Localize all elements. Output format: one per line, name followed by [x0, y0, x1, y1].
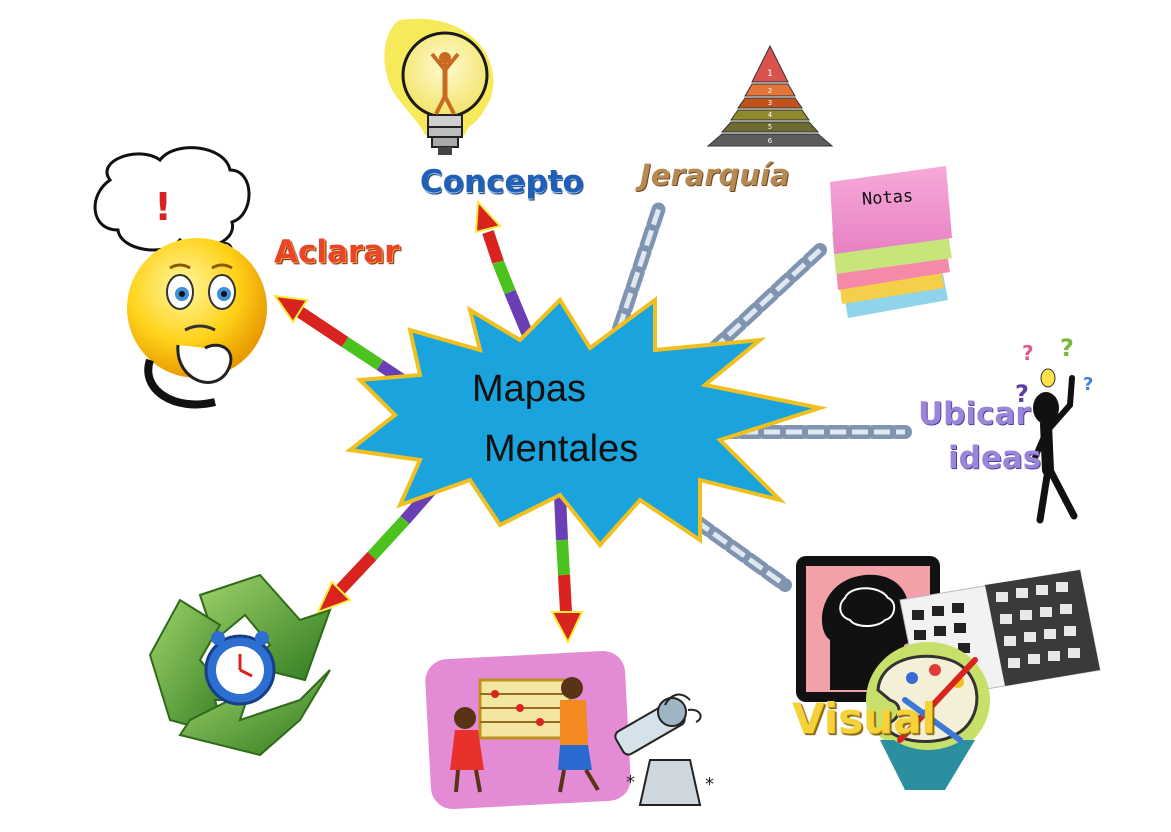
pyramid-level-3: 3	[768, 99, 772, 107]
arrow-concepto	[474, 199, 536, 343]
pyramid-level-5: 5	[768, 123, 772, 131]
arrow-kids	[550, 494, 584, 645]
stick-figure-icon: ? ? ? ?	[1015, 334, 1093, 524]
svg-text:*: *	[705, 774, 714, 795]
svg-text:?: ?	[1022, 341, 1034, 365]
pyramid-level-2: 2	[768, 87, 772, 95]
arrow-recycle	[316, 476, 445, 614]
thinking-smiley-icon: !	[93, 146, 267, 409]
sticky-note-label: Notas	[861, 186, 914, 210]
recycle-clock-icon	[148, 573, 332, 757]
sticky-notes-icon	[830, 166, 952, 318]
branch-label-visual: Visual	[792, 694, 936, 743]
central-title-line1: Mapas	[472, 368, 587, 410]
pyramid-icon: 1 2 3 4 5 6	[706, 44, 834, 147]
svg-text:?: ?	[1015, 380, 1029, 408]
palette-balloon-icon	[866, 642, 990, 790]
branch-label-ideas: ideas	[948, 440, 1042, 476]
svg-text:*: *	[626, 772, 635, 793]
pyramid-level-1: 1	[767, 69, 773, 79]
branch-label-jerarquia: Jerarquía	[640, 158, 790, 192]
branch-label-ubicar: Ubicar	[918, 396, 1031, 432]
kids-abacus-card-icon	[425, 650, 631, 810]
thought-bubble-mark: !	[154, 185, 171, 229]
pyramid-level-4: 4	[768, 111, 773, 119]
central-title-line2: Mentales	[484, 428, 639, 470]
svg-text:?: ?	[1060, 334, 1074, 362]
branch-label-aclarar: Aclarar	[274, 234, 400, 270]
branch-label-concepto: Concepto	[420, 164, 584, 200]
central-star-burst	[345, 296, 828, 549]
lightbulb-icon	[384, 18, 494, 155]
telescope-icon: * *	[614, 693, 714, 806]
svg-text:?: ?	[1083, 374, 1093, 395]
pyramid-level-6: 6	[768, 137, 773, 145]
